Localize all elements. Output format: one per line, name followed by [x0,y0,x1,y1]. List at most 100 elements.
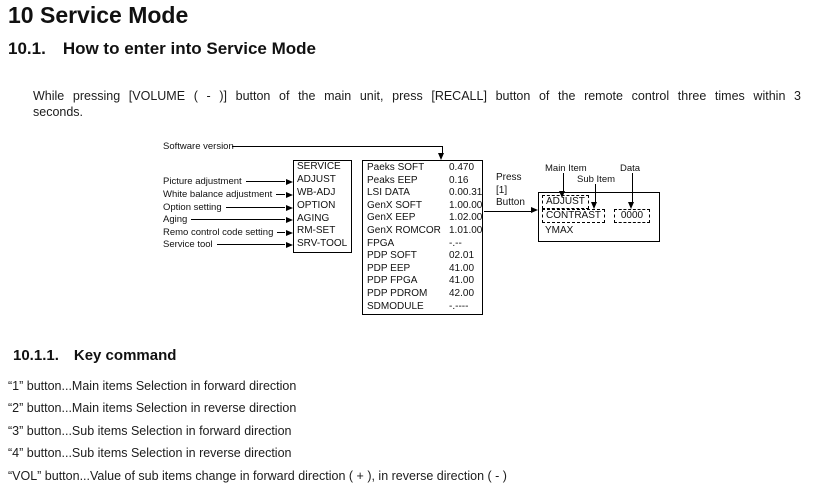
section-number: 10.1. [8,39,46,58]
key-command-line: “3” button...Sub items Selection in forw… [8,423,292,438]
version-value: 0.00.31 [449,187,483,199]
key-command-list: “1” button...Main items Selection in for… [8,375,507,487]
arrow-down-icon [559,191,565,198]
version-value: 02.01 [449,250,475,262]
data-connector-line [632,173,633,202]
version-row: GenX EEP 1.02.00 [363,212,482,225]
screen-box: ADJUST CONTRAST 0000 YMAX [538,192,660,242]
version-row: PDP SOFT 02.01 [363,250,482,263]
version-value: 1.02.00 [449,212,483,224]
version-value: 42.00 [449,287,475,299]
version-name: PDP SOFT [367,250,417,262]
press-line: Button [496,197,525,208]
version-row: GenX ROMCOR 1.01.00 [363,225,482,238]
version-value: 0.16 [449,174,469,186]
version-row: Paeks SOFT 0.470 [363,162,482,175]
subsection-title: Key command [73,347,177,364]
software-version-box: Paeks SOFT 0.470 Peaks EEP 0.16 LSI DATA 0.… [362,160,483,315]
version-name: PDP FPGA [367,275,418,287]
connector-line [225,207,285,208]
press-button-label: Press [1] Button [496,172,525,210]
software-version-connector-elbow [442,146,443,154]
main-item-connector-line [563,173,564,191]
service-menu-box: SERVICE ADJUST WB-ADJ OPTION AGING RM-SE… [293,160,352,253]
software-version-label: Software version [163,141,234,152]
menu-item: SERVICE [297,161,341,172]
key-command-line: “1” button...Main items Selection in for… [8,379,297,393]
service-mode-diagram: Software version Picture adjustment Whit… [0,136,834,336]
arrow-right-icon [286,241,293,248]
version-row: GenX SOFT 1.00.00 [363,200,482,213]
arrow-right-icon [286,216,293,223]
arrow-down-icon [438,153,444,160]
section-title: How to enter into Service Mode [62,39,316,58]
next-sub-item-value: YMAX [545,225,574,236]
arrow-down-icon [628,202,634,209]
version-row: LSI DATA 0.00.31 [363,187,482,200]
menu-item: ADJUST [297,173,336,185]
arrow-right-icon [286,229,293,236]
main-item-label: Main Item [545,163,587,174]
subsection-number: 10.1.1. [13,347,59,364]
left-label: Picture adjustment [163,176,242,187]
arrow-right-icon [286,191,293,198]
left-label: Option setting [163,202,222,213]
intro-line-1: While pressing [VOLUME ( - )] button of … [33,89,801,103]
press-connector-line [484,211,531,212]
key-command-line: “VOL” button...Value of sub items change… [8,468,507,483]
connector-line [245,181,285,182]
intro-line-2: seconds. [33,105,84,119]
left-label: Service tool [163,239,213,250]
version-value: 41.00 [449,262,475,274]
press-line: Press [496,172,522,183]
left-label-row: White balance adjustment [163,189,293,200]
version-name: LSI DATA [367,187,410,199]
version-value: 1.01.00 [449,224,483,236]
section-heading: 10.1. How to enter into Service Mode [8,39,316,59]
version-name: Paeks SOFT [367,162,425,173]
version-name: GenX ROMCOR [367,224,441,236]
version-value: -.-- [449,237,462,249]
version-name: GenX SOFT [367,199,423,211]
intro-paragraph: While pressing [VOLUME ( - )] button of … [33,88,801,120]
menu-item: AGING [297,212,330,224]
version-row: PDP PDROM 42.00 [363,288,482,301]
version-name: SDMODULE [367,300,424,312]
data-label: Data [620,163,641,174]
page-title: 10 Service Mode [8,2,189,28]
version-row: SDMODULE-.---- [363,301,482,314]
left-label-row: Picture adjustment [163,176,293,187]
left-label-row: Service tool [163,239,293,250]
left-label: Aging [163,214,188,225]
arrow-down-icon [591,202,597,209]
version-name: PDP EEP [367,262,411,274]
arrow-right-icon [286,204,293,211]
connector-line [277,232,285,233]
sub-item-value: CONTRAST [542,209,605,223]
software-version-connector-line [232,146,442,147]
press-line: [1] [496,184,508,196]
arrow-right-icon [286,178,293,185]
left-label-row: Remo control code setting [163,227,293,238]
version-name: GenX EEP [367,212,416,224]
subsection-heading: 10.1.1. Key command [13,347,176,364]
arrow-right-icon [531,207,538,213]
version-name: FPGA [367,237,395,249]
version-value: 0.470 [449,162,475,173]
version-value: 41.00 [449,275,475,287]
version-row: Peaks EEP 0.16 [363,175,482,188]
key-command-line: “2” button...Main items Selection in rev… [8,401,297,416]
menu-item: OPTION [297,199,336,211]
version-name: PDP PDROM [367,287,428,299]
menu-item: SRV-TOOL [297,238,348,250]
version-name: Peaks EEP [367,174,418,186]
key-command-line: “4” button...Sub items Selection in reve… [8,446,292,461]
left-label: Remo control code setting [163,227,274,238]
sub-item-connector-line [595,184,596,202]
left-label-row: Aging [163,214,293,225]
connector-line [191,219,285,220]
left-label-row: Option setting [163,202,293,213]
connector-line [216,244,285,245]
version-value: 1.00.00 [449,199,483,211]
menu-item: RM-SET [297,225,336,237]
